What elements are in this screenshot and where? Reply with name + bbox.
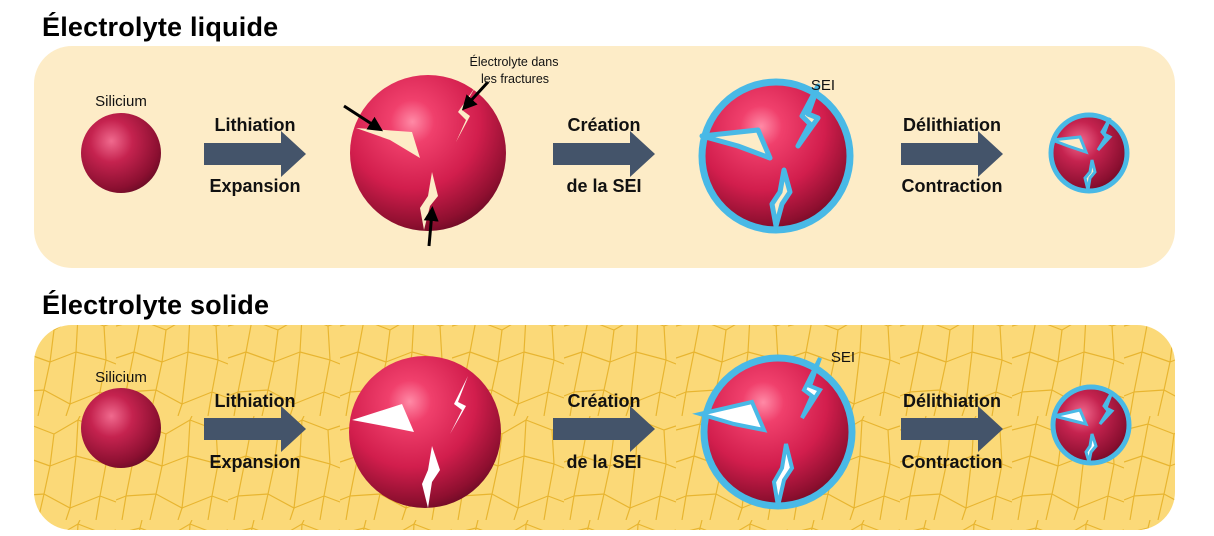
sei-creation-label-solid: Création <box>567 391 640 411</box>
delithiation-label-solid: Délithiation <box>903 391 1001 411</box>
silicon-particle-solid <box>81 388 161 468</box>
sei-creation-label: Création <box>567 115 640 135</box>
solid-electrolyte-title: Électrolyte solide <box>42 290 270 320</box>
sei-label-solid: SEI <box>831 349 855 366</box>
contraction-label-solid: Contraction <box>902 452 1003 472</box>
fracture-arrow-left <box>343 104 384 132</box>
delithiation-arrow <box>901 131 1003 177</box>
lithiation-arrow <box>204 131 306 177</box>
sei-coated-particle-solid <box>692 354 856 510</box>
sei-creation-arrow <box>553 131 655 177</box>
lithiation-arrow-solid <box>204 406 306 452</box>
delithiation-label: Délithiation <box>903 115 1001 135</box>
fracture-note-line2: les fractures <box>481 72 549 86</box>
silicon-label: Silicium <box>95 93 147 110</box>
fractured-particle <box>350 75 506 231</box>
contraction-label: Contraction <box>902 176 1003 196</box>
fracture-note-line1: Électrolyte dans <box>470 54 559 69</box>
fractured-particle-solid <box>349 356 501 508</box>
silicon-particle <box>81 113 161 193</box>
lithiation-label: Lithiation <box>215 115 296 135</box>
contracted-particle-solid <box>1050 384 1132 466</box>
fracture-arrow-top <box>461 80 490 111</box>
liquid-electrolyte-title: Électrolyte liquide <box>42 12 279 42</box>
expansion-label: Expansion <box>209 176 300 196</box>
sei-label: SEI <box>811 77 835 94</box>
fracture-arrow-bottom <box>423 206 439 247</box>
sei-creation-label-2-solid: de la SEI <box>566 452 641 472</box>
silicon-label-solid: Silicium <box>95 369 147 386</box>
expansion-label-solid: Expansion <box>209 452 300 472</box>
lithiation-label-solid: Lithiation <box>215 391 296 411</box>
sei-creation-label-2: de la SEI <box>566 176 641 196</box>
sei-coated-particle <box>698 78 854 234</box>
sei-creation-arrow-solid <box>553 406 655 452</box>
contracted-particle <box>1048 112 1130 194</box>
delithiation-arrow-solid <box>901 406 1003 452</box>
